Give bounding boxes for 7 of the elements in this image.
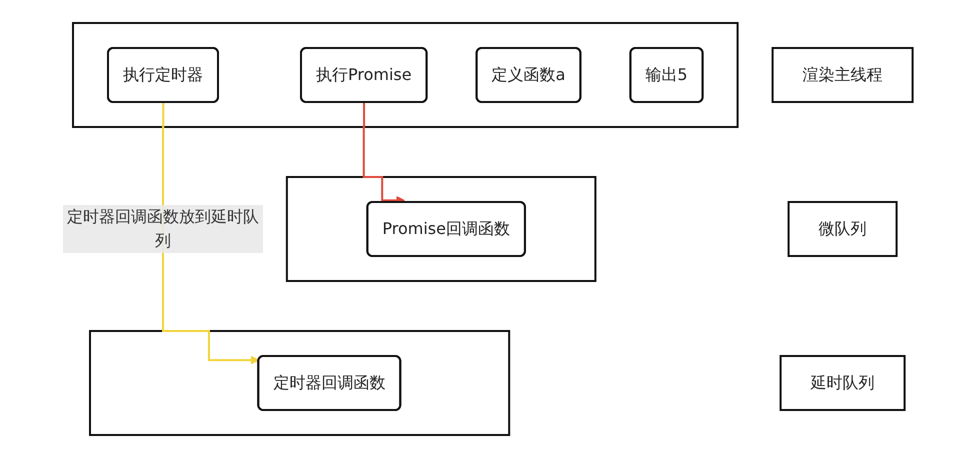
cluster [72,22,738,128]
edge-label: 定时器回调函数放到延时队列 [66,207,259,250]
node-box: 延时队列 [779,355,906,411]
node-box: 微队列 [787,201,898,257]
node-box: 渲染主线程 [771,47,914,103]
cluster [286,176,596,282]
cluster [88,330,510,436]
